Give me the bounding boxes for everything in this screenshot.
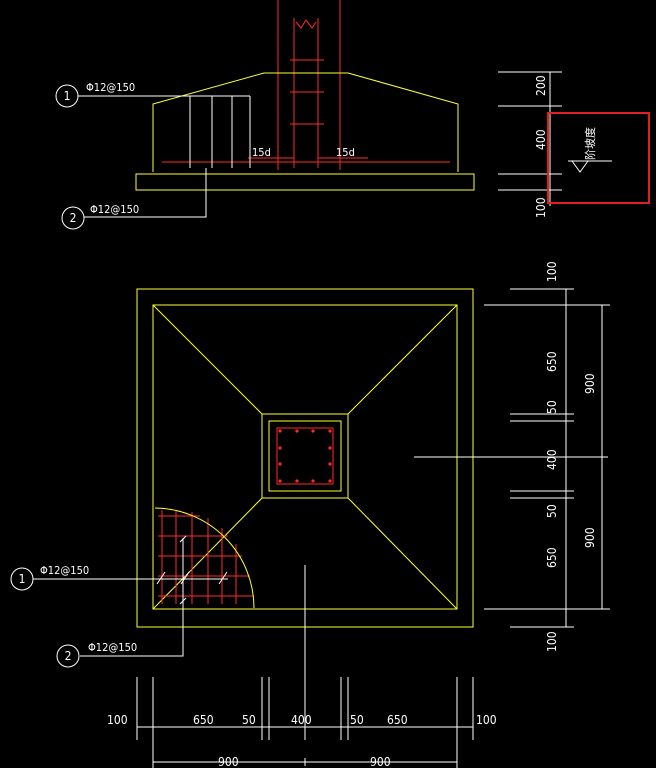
rebar-grid — [154, 507, 255, 609]
plan-column-outer — [268, 420, 342, 492]
plan-callout-1-number: 1 — [19, 572, 26, 586]
grid-arc — [154, 507, 255, 609]
callout2-leader — [84, 168, 207, 218]
plan-dim-b-400: 400 — [291, 713, 312, 727]
plan-dim-r-650-bot: 650 — [545, 547, 559, 568]
plan-callout-2-bubble — [56, 644, 80, 668]
callout-1-bubble — [55, 84, 79, 108]
highlight-box — [547, 112, 650, 204]
plan-dim-b-900-right: 900 — [370, 755, 391, 768]
bar-leaders — [189, 96, 251, 168]
plan-dim-b-100-left: 100 — [107, 713, 128, 727]
plan-callout-2-number: 2 — [65, 649, 72, 663]
plan-dim-b-50-left: 50 — [242, 713, 256, 727]
callout-1-spec: Φ12@150 — [86, 81, 135, 94]
dim-200: 200 — [534, 75, 548, 96]
dim-400: 400 — [534, 129, 548, 150]
slope-symbol-icon — [568, 160, 612, 173]
plan-dim-b-650-right: 650 — [387, 713, 408, 727]
plan-dim-r-650-top: 650 — [545, 351, 559, 372]
plan-column — [276, 427, 334, 485]
plan-dim-b-100-right: 100 — [476, 713, 497, 727]
break-mark-icon — [295, 19, 317, 29]
plan-dim-r-100-top: 100 — [545, 261, 559, 282]
plan-dim-r-900-bot: 900 — [583, 527, 597, 548]
plan-dim-r-900-top: 900 — [583, 373, 597, 394]
plan-callout-2-spec: Φ12@150 — [88, 641, 137, 654]
footing-outline — [152, 72, 459, 172]
plan-centerlines — [304, 456, 608, 740]
section-view: 1 Φ12@150 2 Φ12@150 15d 15d 200 400 100 … — [55, 0, 650, 230]
callout-2-spec: Φ12@150 — [90, 203, 139, 216]
plan-callout-1-bubble — [10, 567, 34, 591]
plan-step — [261, 413, 349, 499]
callout-2-number: 2 — [70, 211, 77, 225]
plan-ticks — [156, 535, 228, 605]
plan-bottom-dim-lines — [136, 677, 474, 768]
plan-view: 1 Φ12@150 2 Φ12@150 100 650 50 400 50 65… — [10, 261, 610, 768]
column-rebar — [290, 18, 324, 168]
slope-diagonals — [152, 304, 458, 610]
plan-callout-1-spec: Φ12@150 — [40, 564, 89, 577]
plan-dim-b-50-right: 50 — [350, 713, 364, 727]
callout-2-bubble — [61, 206, 85, 230]
section-dim-lines — [498, 71, 562, 206]
column-bars — [278, 429, 332, 483]
anchor-length-left: 15d — [252, 146, 271, 159]
plan-right-dim-lines — [484, 288, 610, 628]
plan-dim-b-650-left: 650 — [193, 713, 214, 727]
slope-note: 阶坡度 — [583, 127, 597, 160]
plan-dim-r-100-bot: 100 — [545, 631, 559, 652]
anchor-length-right: 15d — [336, 146, 355, 159]
plan-dim-r-50-bot: 50 — [545, 504, 559, 518]
base-pad — [135, 173, 475, 191]
callout-1-number: 1 — [64, 89, 71, 103]
plan-dim-r-400: 400 — [545, 449, 559, 470]
plan-dim-r-50-top: 50 — [545, 400, 559, 414]
dim-100: 100 — [534, 197, 548, 218]
column-outline — [277, 0, 341, 170]
plan-callout2-leader — [80, 538, 184, 657]
plan-dim-b-900-left: 900 — [218, 755, 239, 768]
